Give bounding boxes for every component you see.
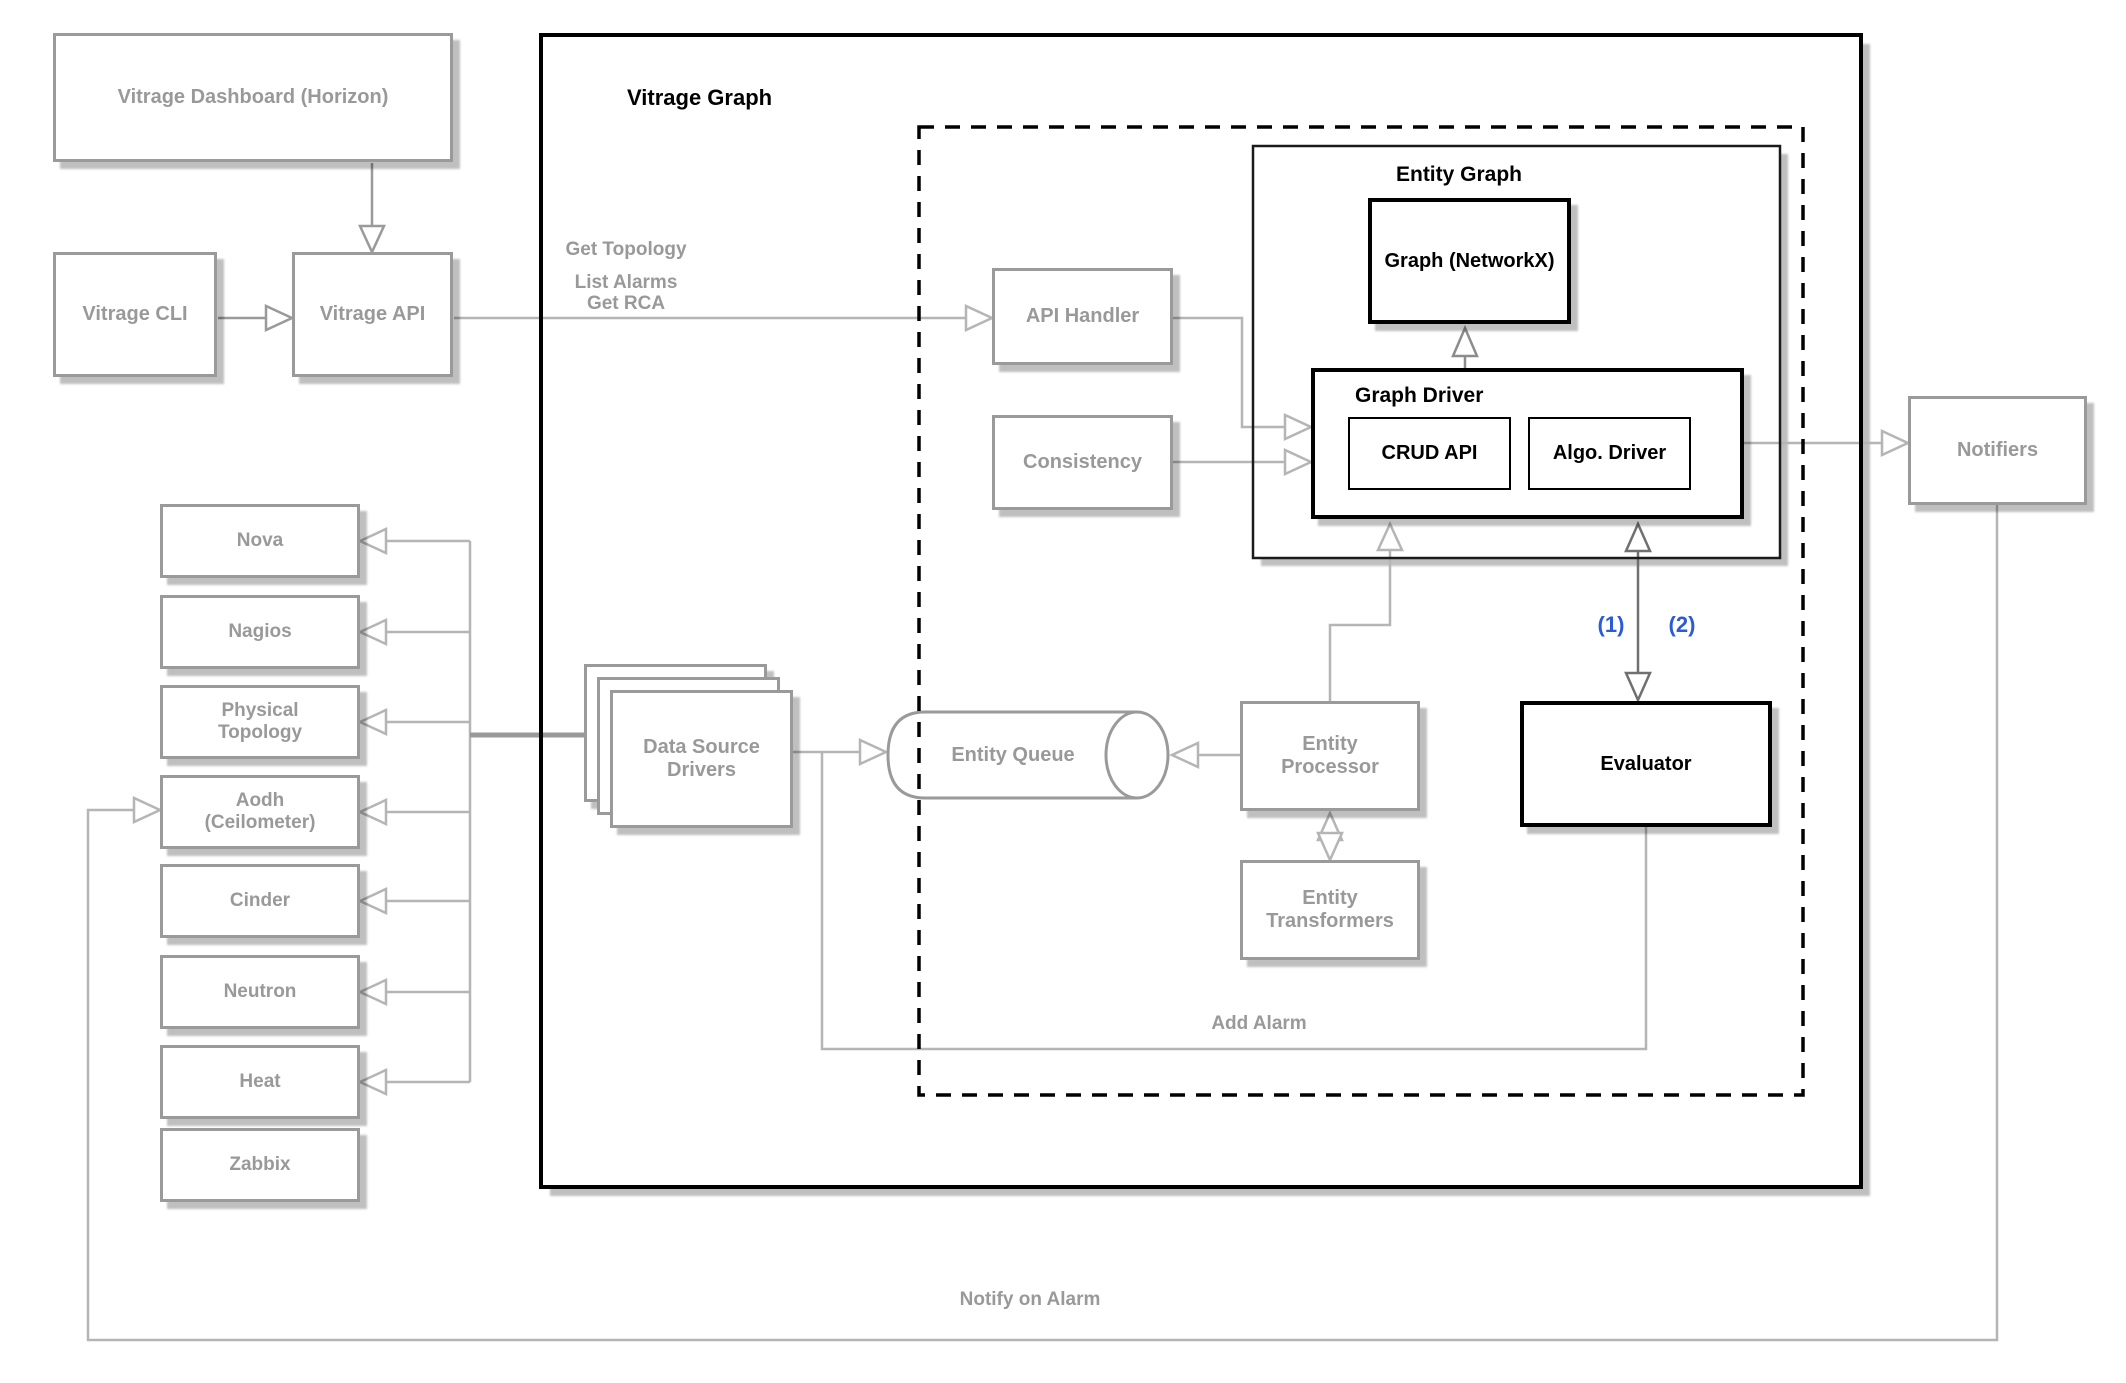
edge-cli-to-api [218,304,295,332]
node-label: Algo. Driver [1552,442,1667,464]
node-datasource-nova: Nova [160,504,360,578]
edge-label-get-rca: Get RCA [586,293,666,314]
node-label: Vitrage Dashboard (Horizon) [117,86,389,108]
node-datasource-zabbix: Zabbix [160,1128,360,1202]
node-notifiers: Notifiers [1908,396,2087,505]
node-data-source-drivers: Data Source Drivers [610,690,793,828]
edge-label-list-alarms: List Alarms [574,272,678,293]
node-label: API Handler [1025,305,1140,327]
node-label: Heat [239,1071,281,1093]
node-datasource-physical-topology: Physical Topology [160,685,360,759]
node-consistency: Consistency [992,415,1173,510]
node-graph-driver: Graph Driver CRUD API Algo. Driver [1311,368,1744,519]
node-api-handler: API Handler [992,268,1173,365]
node-label: Entity Processor [1281,733,1379,778]
node-datasource-aodh: Aodh (Ceilometer) [160,775,360,849]
node-label: Data Source Drivers [643,736,760,781]
graph-driver-title: Graph Driver [1355,384,1484,407]
node-datasource-neutron: Neutron [160,955,360,1029]
node-entity-transformers: Entity Transformers [1240,860,1420,960]
node-label: Neutron [223,981,297,1003]
node-vitrage-api: Vitrage API [292,252,453,377]
node-label: Zabbix [229,1154,291,1176]
node-label: Nagios [228,621,292,643]
node-crud-api: CRUD API [1348,417,1511,490]
node-label: Vitrage API [319,303,426,325]
edge-dashboard-to-api [358,163,386,255]
node-graph-networkx: Graph (NetworkX) [1368,198,1571,324]
node-label: Cinder [229,890,291,912]
edge-label-step2: (2) [1668,612,1696,637]
node-label: Vitrage CLI [82,303,188,325]
node-datasource-cinder: Cinder [160,864,360,938]
entity-queue-label: Entity Queue [951,744,1075,766]
node-datasource-heat: Heat [160,1045,360,1119]
node-label: Consistency [1023,451,1142,473]
entity-graph-title: Entity Graph [1395,163,1522,186]
vitrage-graph-title: Vitrage Graph [627,85,773,110]
node-label: CRUD API [1381,442,1478,464]
node-evaluator: Evaluator [1520,701,1772,827]
node-vitrage-dashboard: Vitrage Dashboard (Horizon) [53,33,453,162]
node-entity-processor: Entity Processor [1240,701,1420,811]
node-label: Physical Topology [217,700,303,743]
edge-label-notify-on-alarm: Notify on Alarm [959,1289,1101,1310]
node-label: Evaluator [1600,752,1692,775]
node-datasource-nagios: Nagios [160,595,360,669]
node-algo-driver: Algo. Driver [1528,417,1691,490]
node-label: Entity Transformers [1266,887,1394,932]
node-vitrage-cli: Vitrage CLI [53,252,217,377]
edge-label-get-topology: Get Topology [565,239,687,260]
node-label: Notifiers [1956,439,2039,461]
node-label: Nova [236,530,284,552]
edge-label-add-alarm: Add Alarm [1211,1013,1307,1034]
node-label: Aodh (Ceilometer) [204,790,316,833]
node-label: Graph (NetworkX) [1384,249,1555,272]
edge-label-step1: (1) [1597,612,1625,637]
edge-datasource-bus [357,527,472,1096]
